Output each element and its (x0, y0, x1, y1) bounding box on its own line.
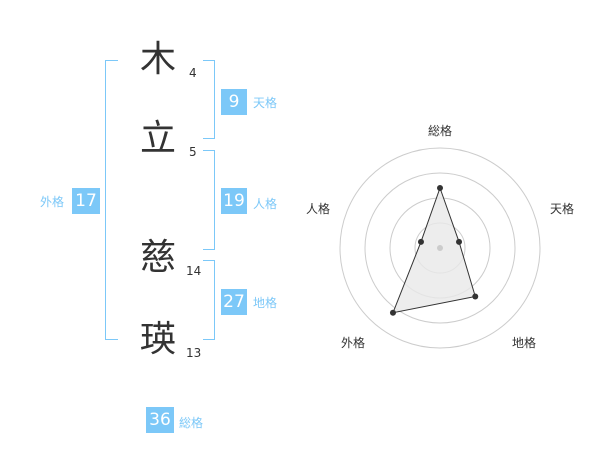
name-char-4: 瑛 (139, 319, 176, 360)
radar-label-soukaku: 総格 (428, 124, 453, 138)
stroke-count-2: 5 (189, 145, 197, 159)
radar-grid-ring (339, 147, 541, 349)
stroke-count-3: 14 (186, 264, 202, 278)
radar-label-gaikaku: 外格 (341, 336, 366, 350)
stroke-count-1: 4 (189, 66, 197, 80)
radar-label-chikaku: 地格 (512, 336, 537, 350)
chikaku-value-badge: 27 (221, 289, 247, 315)
stroke-count-4: 13 (186, 346, 202, 360)
radar-point-4 (389, 309, 396, 316)
jinkaku-label: 人格 (253, 197, 278, 211)
soukaku-label: 総格 (179, 416, 204, 430)
gaikaku-value-badge: 17 (72, 188, 100, 214)
chikaku-bracket (203, 260, 215, 340)
tenkaku-bracket (203, 60, 215, 139)
radar-point-5 (417, 238, 424, 245)
radar-grid-ring (364, 172, 516, 324)
name-char-1: 木 (139, 39, 176, 80)
radar-label-jinkaku: 人格 (306, 202, 331, 216)
gaikaku-bracket (105, 60, 118, 340)
chikaku-label: 地格 (253, 296, 278, 310)
radar-value-polygon (392, 186, 476, 314)
radar-point-2 (456, 238, 463, 245)
name-char-3: 慈 (139, 237, 176, 278)
name-char-2: 立 (139, 118, 176, 159)
gaikaku-label: 外格 (40, 195, 65, 209)
jinkaku-value-badge: 19 (221, 188, 247, 214)
radar-label-tenkaku: 天格 (550, 202, 575, 216)
radar-point-1 (437, 185, 443, 191)
tenkaku-label: 天格 (253, 96, 278, 110)
jinkaku-bracket (203, 150, 215, 250)
tenkaku-value-badge: 9 (221, 89, 247, 115)
radar-point-3 (472, 293, 479, 300)
radar-center-dot (437, 245, 443, 251)
soukaku-value-badge: 36 (146, 407, 174, 433)
